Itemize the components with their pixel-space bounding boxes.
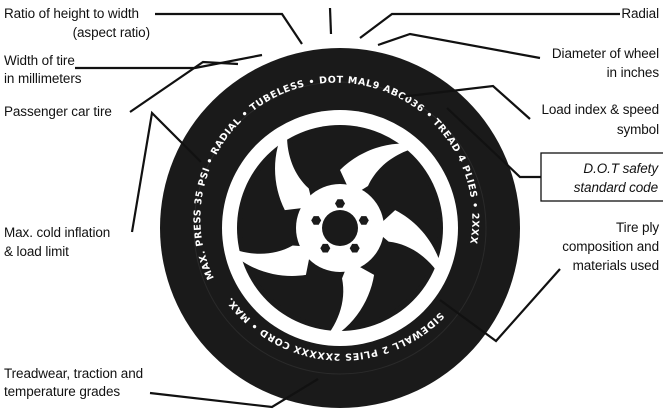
- label-width-1: Width of tire: [4, 53, 75, 68]
- label-load-index-2: symbol: [617, 122, 659, 137]
- leader-aspect-tick: [330, 8, 331, 34]
- label-aspect-ratio-2: (aspect ratio): [73, 25, 150, 40]
- label-diameter-2: in inches: [607, 65, 660, 80]
- label-dot-1: D.O.T safety: [583, 161, 659, 176]
- label-ply-1: Tire ply: [616, 220, 659, 235]
- wheel-hub-center: [322, 210, 358, 246]
- label-dot-2: standard code: [574, 180, 658, 195]
- leader-width: [75, 55, 262, 68]
- label-radial: Radial: [621, 6, 659, 21]
- label-aspect-ratio-1: Ratio of height to width: [4, 6, 139, 21]
- label-inflation-2: & load limit: [4, 244, 69, 259]
- label-ply-3: materials used: [573, 258, 659, 273]
- leader-aspect-ratio: [155, 14, 302, 44]
- leader-radial: [360, 14, 620, 38]
- label-treadwear-1: Treadwear, traction and: [4, 366, 143, 381]
- label-ply-2: composition and: [562, 239, 659, 254]
- label-inflation-1: Max. cold inflation: [4, 225, 110, 240]
- wheel: [222, 110, 458, 346]
- label-load-index-1: Load index & speed: [541, 102, 659, 117]
- leader-diameter: [378, 34, 540, 58]
- label-passenger: Passenger car tire: [4, 104, 112, 119]
- label-width-2: in millimeters: [4, 71, 82, 86]
- label-diameter-1: Diameter of wheel: [552, 46, 659, 61]
- label-treadwear-2: temperature grades: [4, 384, 120, 399]
